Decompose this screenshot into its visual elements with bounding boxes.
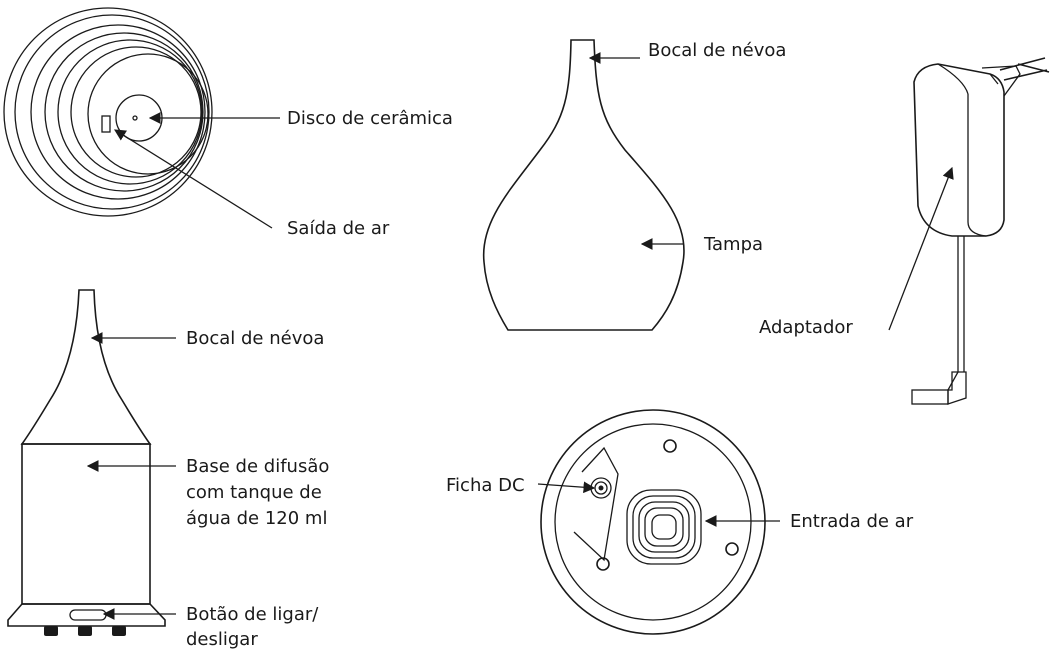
mist-nozzle-base-label: Bocal de névoa: [186, 328, 324, 349]
lid-label: Tampa: [703, 234, 763, 255]
adapter-callout: [888, 166, 954, 331]
top-view-illustration: [3, 7, 213, 217]
dc-plug-callout: [537, 481, 596, 494]
diffusion-base-label-line1: Base de difusão: [186, 456, 329, 477]
air-inlet-label: Entrada de ar: [790, 511, 914, 532]
diffusion-base-label-line2: com tanque de: [186, 482, 322, 503]
dc-plug-label: Ficha DC: [446, 475, 525, 496]
power-button-label-line2: desligar: [186, 629, 258, 649]
air-outlet-callout: [114, 129, 273, 229]
bottom-view-illustration: [540, 409, 766, 635]
lid-illustration: [482, 39, 685, 331]
adapter-illustration: [911, 57, 1050, 405]
ceramic-disc-label: Disco de cerâmica: [287, 108, 453, 129]
air-outlet-label: Saída de ar: [287, 218, 390, 239]
diffusion-base-illustration: [7, 289, 166, 636]
mist-nozzle-lid-label: Bocal de névoa: [648, 40, 786, 61]
power-button-label-line1: Botão de ligar/: [186, 604, 319, 625]
diffusion-base-label-line3: água de 120 ml: [186, 508, 327, 529]
adapter-label: Adaptador: [759, 317, 853, 338]
